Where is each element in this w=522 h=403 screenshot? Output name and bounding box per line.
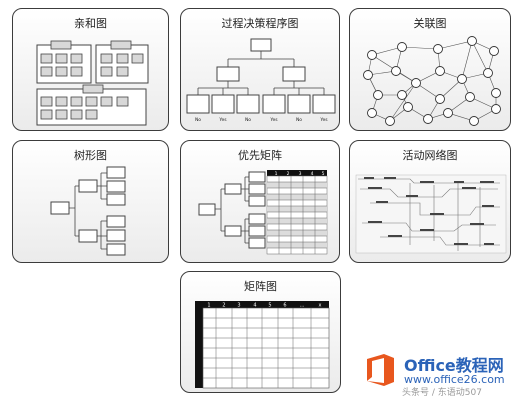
pdpc-graphic: No Yes No Yes No Yes bbox=[186, 38, 336, 123]
matrix-col-header: 1 bbox=[275, 171, 278, 177]
watermark-text: 头条号 / 东语动507 bbox=[402, 388, 482, 398]
panel-matrix-diagram: 矩阵图 1 2 3 4 5 6 ... x bbox=[180, 271, 341, 393]
affinity-diagram-graphic bbox=[36, 40, 149, 126]
matrix-col-header: ... bbox=[300, 303, 305, 309]
office-logo-icon bbox=[367, 354, 394, 386]
panel-title: 亲和图 bbox=[74, 17, 107, 30]
pdpc-leaf-label: No bbox=[195, 117, 201, 123]
activity-network-graphic bbox=[355, 174, 507, 254]
pdpc-leaf-label: No bbox=[245, 117, 251, 123]
relation-diagram-graphic bbox=[363, 36, 501, 126]
pdpc-leaf-label: Yes bbox=[269, 117, 278, 123]
tree-diagram-graphic bbox=[50, 166, 126, 256]
pdpc-leaf-label: Yes bbox=[218, 117, 227, 123]
priority-matrix-graphic: 1 2 3 4 5 bbox=[198, 170, 328, 255]
panel-relation-diagram: 关联图 bbox=[349, 8, 511, 131]
panel-title: 关联图 bbox=[413, 17, 447, 30]
pdpc-leaf-label: No bbox=[296, 117, 302, 123]
matrix-diagram-graphic: 1 2 3 4 5 6 ... x bbox=[195, 301, 330, 389]
matrix-col-header: 4 bbox=[253, 303, 256, 309]
panel-title: 优先矩阵 bbox=[238, 149, 282, 162]
pdpc-leaf-label: Yes bbox=[319, 117, 328, 123]
panel-pdpc-diagram: 过程决策程序图 No Yes No Yes No Yes bbox=[180, 8, 340, 131]
panel-affinity-diagram: 亲和图 bbox=[12, 8, 169, 131]
matrix-col-header: 4 bbox=[311, 171, 314, 177]
matrix-col-header: 6 bbox=[283, 303, 286, 309]
matrix-col-header: 5 bbox=[322, 171, 325, 177]
brand-name: Office教程网 bbox=[404, 356, 504, 375]
panel-title: 矩阵图 bbox=[244, 280, 277, 293]
matrix-col-header: 2 bbox=[222, 303, 225, 309]
brand-url: www.office26.com bbox=[404, 373, 505, 386]
panel-title: 活动网络图 bbox=[402, 149, 458, 162]
panel-tree-diagram: 树形图 bbox=[12, 140, 169, 263]
panel-title: 过程决策程序图 bbox=[221, 17, 299, 30]
panel-activity-network: 活动网络图 bbox=[349, 140, 511, 263]
matrix-col-header: 3 bbox=[237, 303, 240, 309]
brand-logo: Office教程网 www.office26.com bbox=[350, 345, 522, 403]
matrix-col-header: 5 bbox=[268, 303, 271, 309]
panel-priority-matrix: 优先矩阵 1 2 3 4 5 bbox=[180, 140, 340, 263]
panel-title: 树形图 bbox=[74, 149, 107, 162]
matrix-col-header: 1 bbox=[207, 303, 210, 309]
matrix-col-header: 2 bbox=[287, 171, 290, 177]
matrix-col-header: x bbox=[319, 303, 322, 309]
matrix-col-header: 3 bbox=[299, 171, 302, 177]
